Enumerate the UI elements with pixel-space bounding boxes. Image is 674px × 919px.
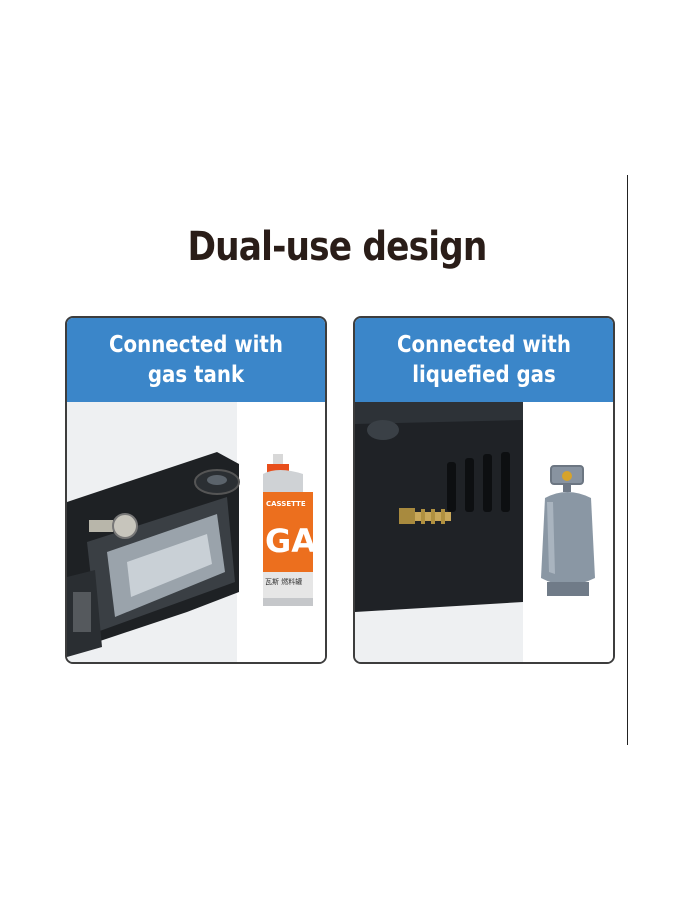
right-edge-divider [627, 175, 628, 745]
canister-label: GAS [265, 522, 325, 560]
lpg-cylinder-icon [541, 465, 595, 596]
card-title: Connected with gas tank [109, 332, 283, 388]
page-title: Dual-use design [187, 224, 487, 270]
card-photo: CASSETTE GAS 瓦斯 燃料罐 [67, 402, 325, 662]
card-header: Connected with gas tank [67, 318, 325, 402]
card-header: Connected with liquefied gas [355, 318, 613, 402]
gas-canister-icon: CASSETTE GAS 瓦斯 燃料罐 [263, 454, 325, 606]
card-gas-tank: Connected with gas tank [65, 316, 327, 664]
card-title: Connected with liquefied gas [397, 332, 571, 388]
canister-small-text: 瓦斯 燃料罐 [265, 577, 302, 586]
stove-with-lpg-cylinder-illustration [355, 402, 613, 662]
stove-with-canister-illustration: CASSETTE GAS 瓦斯 燃料罐 [67, 402, 325, 662]
card-photo [355, 402, 613, 662]
canister-brand: CASSETTE [266, 500, 306, 508]
brass-hose-fitting-icon [399, 508, 451, 524]
card-liquefied-gas: Connected with liquefied gas [353, 316, 615, 664]
